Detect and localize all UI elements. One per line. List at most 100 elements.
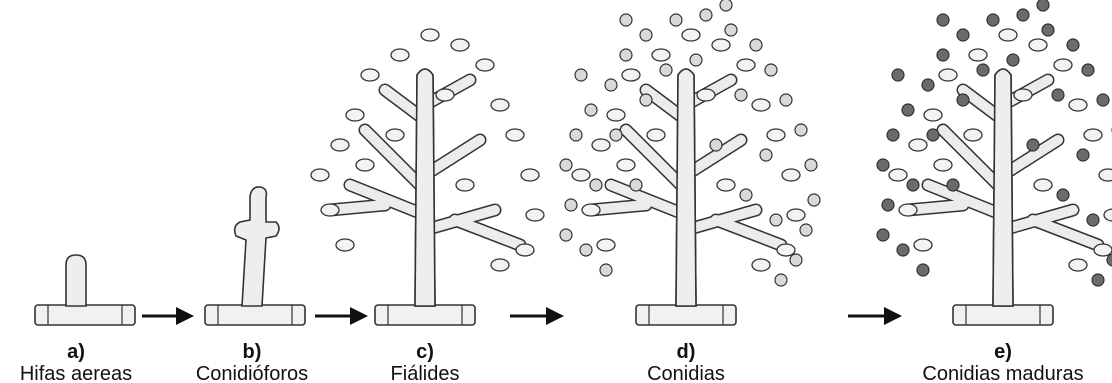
trunk-overlay [676, 69, 696, 306]
conidium [795, 124, 807, 136]
conidium [570, 129, 582, 141]
conidium [1077, 149, 1089, 161]
conidium [957, 94, 969, 106]
conidium [775, 274, 787, 286]
phialide [647, 129, 665, 141]
stage-c-phialides [311, 29, 544, 325]
phialide [1034, 179, 1052, 191]
conidium [560, 159, 572, 171]
conidium [790, 254, 802, 266]
conidium [1037, 0, 1049, 11]
phialide [914, 239, 932, 251]
arrow-2 [315, 307, 368, 325]
conidium [700, 9, 712, 21]
conidium [1007, 54, 1019, 66]
conidium [660, 64, 672, 76]
phialide [909, 139, 927, 151]
phialide [717, 179, 735, 191]
phialide [1069, 259, 1087, 271]
phialide [1099, 169, 1112, 181]
phialide [752, 99, 770, 111]
conidium [937, 49, 949, 61]
stage-b-letter: b) [243, 341, 262, 363]
conidium [1057, 189, 1069, 201]
conidium [585, 104, 597, 116]
stage-e-letter: e) [994, 341, 1012, 363]
phialide [777, 244, 795, 256]
conidium [630, 179, 642, 191]
conidium [740, 189, 752, 201]
phialide [572, 169, 590, 181]
conidium [1097, 94, 1109, 106]
conidium [735, 89, 747, 101]
stage-a-hypha [35, 255, 135, 325]
conidium [720, 0, 732, 11]
conidium [877, 229, 889, 241]
arrow-1 [142, 307, 194, 325]
phialide [1094, 244, 1112, 256]
phialide [999, 29, 1017, 41]
phialide [1104, 209, 1112, 221]
phialide [391, 49, 409, 61]
phialide [652, 49, 670, 61]
phialide [607, 109, 625, 121]
conidium [710, 139, 722, 151]
conidium [780, 94, 792, 106]
conidium [1092, 274, 1104, 286]
phialide [356, 159, 374, 171]
conidium [590, 179, 602, 191]
phialide [924, 109, 942, 121]
phialide [526, 209, 544, 221]
phialide [582, 204, 600, 216]
conidium [575, 69, 587, 81]
stage-b-conidiophore [205, 187, 305, 325]
phialide [321, 204, 339, 216]
conidium [902, 104, 914, 116]
phialide [336, 239, 354, 251]
base-hypha [953, 305, 1053, 325]
conidium [927, 129, 939, 141]
stage-c-label: Fiálides [391, 363, 460, 383]
phialide [889, 169, 907, 181]
conidium [620, 14, 632, 26]
phialide [311, 169, 329, 181]
conidium [897, 244, 909, 256]
conidium [580, 244, 592, 256]
conidium [725, 24, 737, 36]
arrow-4 [848, 307, 902, 325]
phialide [712, 39, 730, 51]
phialide [697, 89, 715, 101]
phialide [787, 209, 805, 221]
phialide [521, 169, 539, 181]
phialide [346, 109, 364, 121]
conidium [800, 224, 812, 236]
conidium [1017, 9, 1029, 21]
phialide [782, 169, 800, 181]
phialide [1084, 129, 1102, 141]
trunk-overlay [993, 69, 1013, 306]
stage-d-conidia [560, 0, 820, 325]
conidium [640, 29, 652, 41]
conidium [808, 194, 820, 206]
conidium [917, 264, 929, 276]
phialide [1029, 39, 1047, 51]
conidium [907, 179, 919, 191]
phialide [934, 159, 952, 171]
conidium [922, 79, 934, 91]
conidium [1052, 89, 1064, 101]
phialide [597, 239, 615, 251]
conidium [560, 229, 572, 241]
conidium [987, 14, 999, 26]
phialide [964, 129, 982, 141]
conidium [605, 79, 617, 91]
conidium [770, 214, 782, 226]
phialide [1014, 89, 1032, 101]
base-hypha [375, 305, 475, 325]
branch-fill [455, 220, 520, 245]
trunk-overlay [415, 69, 435, 306]
conidium [610, 129, 622, 141]
conidium [1087, 214, 1099, 226]
stage-e-mature-conidia [877, 0, 1112, 325]
phialide [451, 39, 469, 51]
conidium [957, 29, 969, 41]
